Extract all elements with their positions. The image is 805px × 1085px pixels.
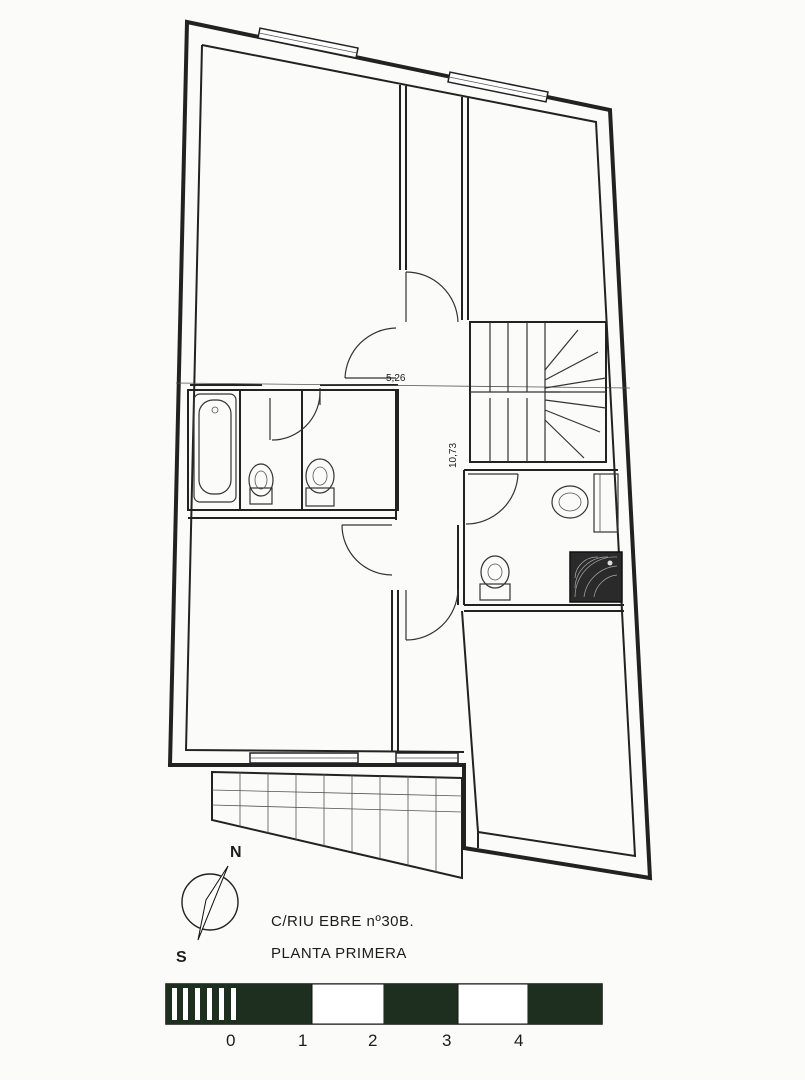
scale-bar-segment-4 bbox=[457, 983, 529, 1025]
scale-label-3: 3 bbox=[442, 1031, 451, 1050]
shower-tray bbox=[569, 551, 623, 603]
north-label: N bbox=[230, 844, 242, 861]
north-arrow: N S bbox=[176, 844, 242, 966]
toilet-right bbox=[479, 555, 511, 601]
staircase bbox=[469, 321, 607, 463]
address-title: C/RIU EBRE nº30B. bbox=[271, 913, 414, 930]
south-label: S bbox=[176, 949, 187, 966]
bottom-windows bbox=[249, 752, 459, 764]
scale-bar-segment-1 bbox=[238, 984, 312, 1024]
bidet-left bbox=[248, 463, 274, 505]
scale-bar-segment-3 bbox=[384, 984, 458, 1024]
doors bbox=[269, 271, 519, 641]
scale-label-4: 4 bbox=[514, 1031, 523, 1050]
scale-label-1: 1 bbox=[298, 1031, 307, 1050]
scale-label-2: 2 bbox=[368, 1031, 377, 1050]
interior-walls bbox=[175, 85, 631, 848]
bathtub bbox=[193, 393, 237, 503]
tiled-terrace bbox=[211, 770, 463, 880]
toilet-left bbox=[305, 458, 335, 507]
top-windows bbox=[257, 27, 549, 103]
scale-bar-fine-segment bbox=[166, 984, 238, 1024]
dimension-length: 10,73 bbox=[448, 443, 459, 468]
dimension-width: 5,26 bbox=[386, 373, 406, 384]
scale-bar: 0 1 2 3 4 bbox=[165, 983, 603, 1050]
scale-bar-segment-5 bbox=[528, 984, 602, 1024]
scale-label-0: 0 bbox=[226, 1031, 235, 1050]
floor-title: PLANTA PRIMERA bbox=[271, 945, 407, 962]
washbasin-right bbox=[551, 473, 619, 533]
scale-bar-segment-2 bbox=[311, 983, 385, 1025]
outer-walls bbox=[167, 19, 653, 881]
